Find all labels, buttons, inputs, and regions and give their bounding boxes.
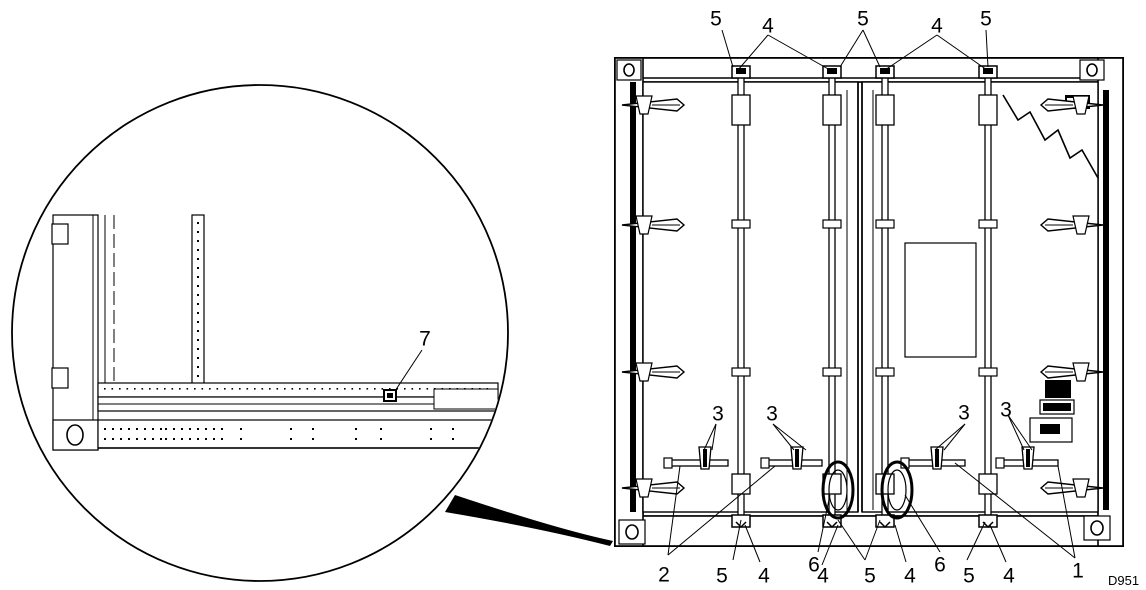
hinge: [1039, 478, 1104, 498]
hinge: [1039, 95, 1104, 115]
detail-pointer: [445, 495, 613, 546]
callout-4: 4: [817, 565, 829, 588]
callout-3: 3: [1000, 399, 1012, 422]
figure-code: D951: [1108, 573, 1139, 588]
hinge: [621, 95, 686, 115]
callout-3: 3: [958, 402, 970, 425]
detail-corner-post: [52, 214, 99, 451]
door-handles: [663, 446, 1059, 520]
callout-4: 4: [762, 15, 774, 38]
callout-3: 3: [766, 403, 778, 426]
callout-4: 4: [931, 15, 943, 38]
handle-retainer: [1021, 446, 1035, 470]
callout-5: 5: [963, 565, 975, 588]
callout-4: 4: [904, 565, 916, 588]
door-hinges: [621, 95, 1104, 498]
anti-rack-loop: [880, 460, 914, 520]
hinge: [621, 478, 686, 498]
leader-lines: [394, 29, 1076, 566]
right-door: [861, 81, 1099, 513]
callout-5: 5: [864, 565, 876, 588]
callout-7: 7: [419, 328, 431, 351]
callout-6: 6: [934, 554, 946, 577]
container-rear: [614, 57, 1124, 547]
locking-bar: [978, 65, 998, 529]
hinge: [1039, 215, 1104, 235]
hinge: [621, 215, 686, 235]
handle-retainer: [698, 446, 712, 470]
callout-5: 5: [710, 8, 722, 31]
hinge: [621, 362, 686, 382]
callout-2: 2: [658, 564, 670, 587]
callout-6: 6: [808, 554, 820, 577]
callout-1: 1: [1072, 560, 1084, 583]
callout-5: 5: [980, 8, 992, 31]
handle-retainer: [790, 446, 804, 470]
door-handle: [663, 457, 729, 469]
data-plate: [904, 242, 977, 358]
callout-5: 5: [857, 8, 869, 31]
left-door: [642, 81, 859, 513]
locking-bar: [731, 65, 751, 529]
cutaway-line: [1002, 94, 1099, 179]
callout-5: 5: [716, 565, 728, 588]
door-labels: [1029, 380, 1075, 443]
detail-view: [11, 84, 613, 582]
anti-rack-loop: [821, 460, 855, 520]
callout-3: 3: [712, 403, 724, 426]
handle-retainer: [930, 446, 944, 470]
corner-castings: [616, 59, 1111, 545]
detail-circle: [11, 84, 509, 582]
callout-4: 4: [758, 565, 770, 588]
hinge: [1039, 362, 1104, 382]
callout-4: 4: [1003, 565, 1015, 588]
callouts: 5 4 5 4 5 3 3 3 3 2 5 4 6 4 5 4 6 5 4 1 …: [419, 8, 1139, 588]
